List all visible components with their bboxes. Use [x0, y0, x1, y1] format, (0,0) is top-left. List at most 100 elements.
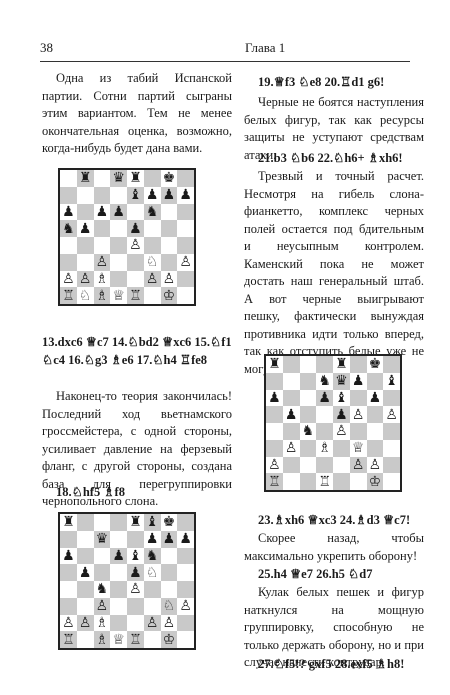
move-sequence-18: 18.♘hf5 ♗f8 [56, 485, 125, 499]
chess-piece-square: ♙ [93, 253, 111, 271]
chess-square [349, 356, 367, 373]
chess-diagram-3: ♜♜♚♞♛♟♝♟♟♝♟♟♟♙♙♞♙♙♗♕♙♙♙♖♖♔ [264, 354, 402, 492]
chess-piece-square: ♝ [333, 389, 350, 407]
chess-piece-square: ♙ [333, 423, 350, 440]
chess-piece-square: ♔ [366, 473, 384, 490]
chess-square [160, 547, 178, 565]
chess-square [299, 372, 317, 390]
chess-square [266, 406, 283, 423]
chess-square [143, 287, 161, 304]
chess-square [60, 530, 77, 548]
chess-square [127, 203, 144, 221]
chess-piece-square: ♚ [366, 356, 384, 373]
chess-square [127, 253, 144, 271]
move-sequence-23-24: 23.♗xh6 ♕xc3 24.♗d3 ♕c7! [258, 513, 411, 527]
chess-square [177, 614, 194, 632]
chess-piece-square: ♟ [93, 203, 111, 221]
chess-square [93, 220, 111, 237]
chess-piece-square: ♙ [160, 270, 178, 288]
chess-piece-square: ♛ [333, 372, 350, 390]
chess-piece-square: ♝ [127, 186, 144, 204]
chess-piece-square: ♟ [349, 372, 367, 390]
chess-square [266, 423, 283, 440]
chess-square [76, 253, 94, 271]
chess-piece-square: ♙ [143, 614, 161, 632]
chess-square [143, 581, 161, 598]
chess-square [160, 220, 178, 237]
chess-square [110, 597, 127, 615]
chess-square [177, 220, 194, 237]
chess-piece-square: ♘ [76, 287, 94, 304]
chess-piece-square: ♞ [93, 581, 111, 598]
chess-square [333, 473, 350, 490]
chess-square [282, 356, 300, 373]
chess-square [110, 186, 127, 204]
chess-square [127, 530, 144, 548]
chess-piece-square: ♘ [160, 597, 178, 615]
chess-square [76, 514, 94, 531]
chess-square [177, 237, 194, 254]
chess-piece-square: ♟ [143, 530, 161, 548]
chess-square [60, 237, 77, 254]
chess-square [383, 456, 400, 474]
chess-square [76, 581, 94, 598]
commentary-paragraph-3: Трезвый и точный расчет. Несмотря на гиб… [244, 169, 424, 376]
chess-square [127, 270, 144, 288]
chess-square [383, 423, 400, 440]
chess-piece-square: ♙ [349, 456, 367, 474]
chess-square [316, 406, 333, 423]
chess-square [349, 389, 367, 407]
commentary-paragraph-2: Черные не боятся наступления белых фигур… [244, 95, 424, 162]
chess-square [160, 203, 178, 221]
chess-square [110, 220, 127, 237]
chess-square [110, 530, 127, 548]
chess-square [282, 389, 300, 407]
chess-square [93, 547, 111, 565]
chess-piece-square: ♘ [143, 564, 161, 581]
chess-piece-square: ♗ [93, 614, 111, 632]
chess-piece-square: ♚ [160, 514, 178, 531]
chess-piece-square: ♗ [93, 270, 111, 288]
chess-piece-square: ♙ [266, 456, 283, 474]
chess-square [76, 237, 94, 254]
chess-square [366, 406, 384, 423]
chess-piece-square: ♙ [76, 614, 94, 632]
chess-square [299, 389, 317, 407]
chess-piece-square: ♜ [333, 356, 350, 373]
chess-square [93, 564, 111, 581]
chess-diagram-1: ♜♛♜♚♝♟♟♟♟♟♟♞♞♟♟♙♙♘♙♙♙♗♙♙♖♘♗♕♖♔ [58, 168, 196, 306]
chess-piece-square: ♙ [76, 270, 94, 288]
chess-piece-square: ♞ [316, 372, 333, 390]
chess-square [60, 581, 77, 598]
chess-piece-square: ♙ [93, 597, 111, 615]
chess-square [60, 564, 77, 581]
chess-square [299, 439, 317, 457]
chess-piece-square: ♙ [177, 253, 194, 271]
chess-piece-square: ♖ [127, 287, 144, 304]
chess-square [143, 631, 161, 648]
chess-piece-square: ♟ [60, 203, 77, 221]
chess-square [76, 547, 94, 565]
commentary-paragraph-1: Наконец-то теория закончилась! Последний… [42, 389, 232, 508]
chess-piece-square: ♟ [127, 220, 144, 237]
chess-square [299, 406, 317, 423]
chess-piece-square: ♟ [266, 389, 283, 407]
commentary-paragraph-4: Скорее назад, чтобы максимально укрепить… [244, 531, 424, 563]
chess-square [299, 473, 317, 490]
chess-piece-square: ♟ [177, 186, 194, 204]
chess-square [282, 423, 300, 440]
chess-square [282, 473, 300, 490]
chess-square [76, 631, 94, 648]
chess-square [143, 220, 161, 237]
chess-piece-square: ♙ [160, 614, 178, 632]
chess-square [60, 170, 77, 187]
chess-piece-square: ♙ [349, 406, 367, 423]
chess-square [282, 456, 300, 474]
chess-square [93, 237, 111, 254]
move-sequence-13-17: 13.dxc6 ♕c7 14.♘bd2 ♕xc6 15.♘f1 ♘c4 16.♘… [42, 335, 232, 367]
page-number: 38 [40, 40, 53, 55]
chess-square [383, 473, 400, 490]
chess-square [366, 372, 384, 390]
chess-piece-square: ♙ [282, 439, 300, 457]
chess-piece-square: ♜ [127, 170, 144, 187]
